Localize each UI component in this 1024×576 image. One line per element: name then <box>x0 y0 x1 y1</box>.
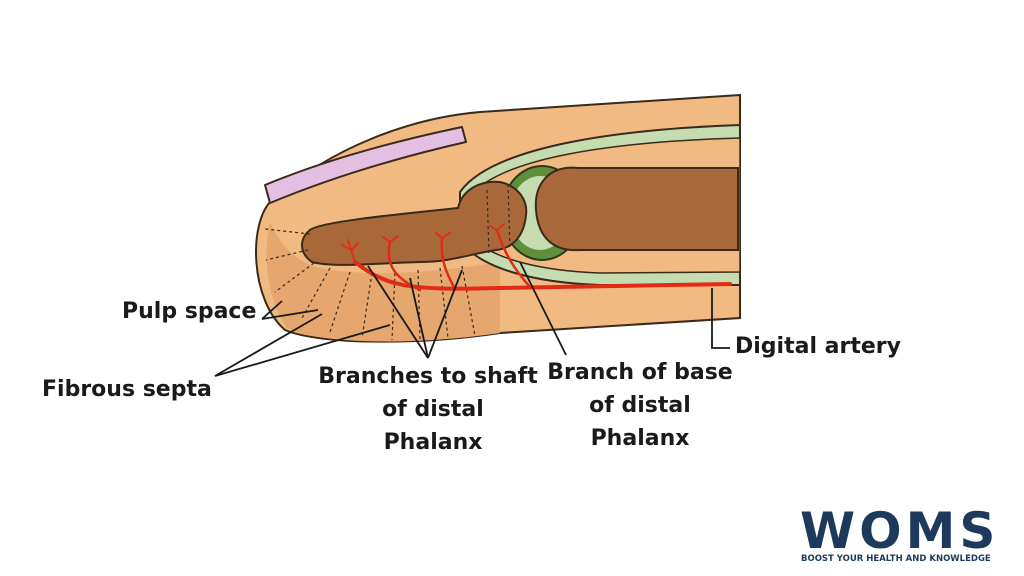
logo-tagline: BOOST YOUR HEALTH AND KNOWLEDGE <box>801 554 991 564</box>
middle-phalanx <box>536 168 738 250</box>
label-base-line1: Branch of base <box>547 360 732 385</box>
label-base-line3: Phalanx <box>591 426 690 451</box>
logo-title: WOMS <box>800 502 999 560</box>
woms-logo: WOMS BOOST YOUR HEALTH AND KNOWLEDGE <box>800 502 999 564</box>
label-base-line2: of distal <box>589 393 691 418</box>
label-branches-line3: Phalanx <box>384 430 483 455</box>
label-fibrous-septa: Fibrous septa <box>42 377 212 402</box>
label-digital-artery: Digital artery <box>735 334 901 359</box>
label-branches-line1: Branches to shaft <box>318 364 538 389</box>
label-branches-line2: of distal <box>382 397 484 422</box>
label-pulp-space: Pulp space <box>122 299 256 324</box>
